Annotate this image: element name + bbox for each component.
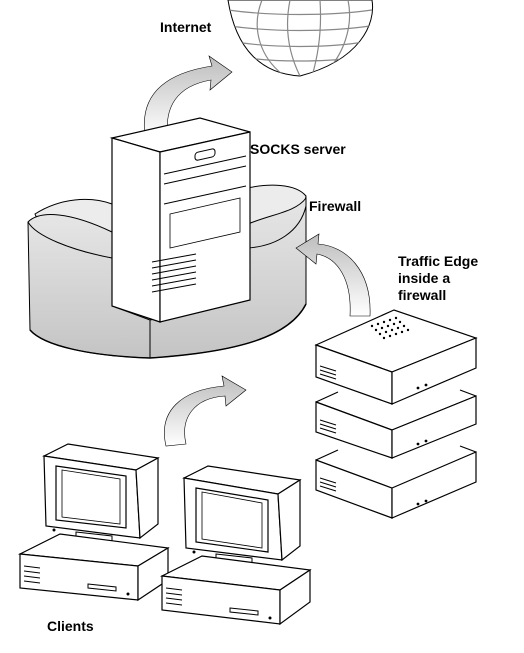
globe-icon xyxy=(227,0,374,77)
firewall-wall-icon xyxy=(27,184,307,359)
traffic-edge-label-line: Traffic Edge xyxy=(398,253,479,269)
client-computer-icon xyxy=(17,443,170,602)
internet-label: Internet xyxy=(160,19,212,35)
traffic-edge-label-line: inside a xyxy=(398,270,451,286)
traffic-edge-appliance-icon xyxy=(314,309,478,519)
flow-arrow-icon xyxy=(143,55,233,139)
flow-arrow-icon xyxy=(295,233,371,317)
firewall-label: Firewall xyxy=(309,198,362,214)
clients-label: Clients xyxy=(47,618,94,634)
flow-arrow-icon xyxy=(164,375,247,447)
traffic-edge-label: Traffic Edge inside a firewall xyxy=(398,253,478,304)
client-computer-icon xyxy=(159,465,312,626)
traffic-edge-label-line: firewall xyxy=(398,287,447,303)
socks-server-label: SOCKS server xyxy=(250,141,346,157)
server-tower-icon xyxy=(109,117,251,323)
